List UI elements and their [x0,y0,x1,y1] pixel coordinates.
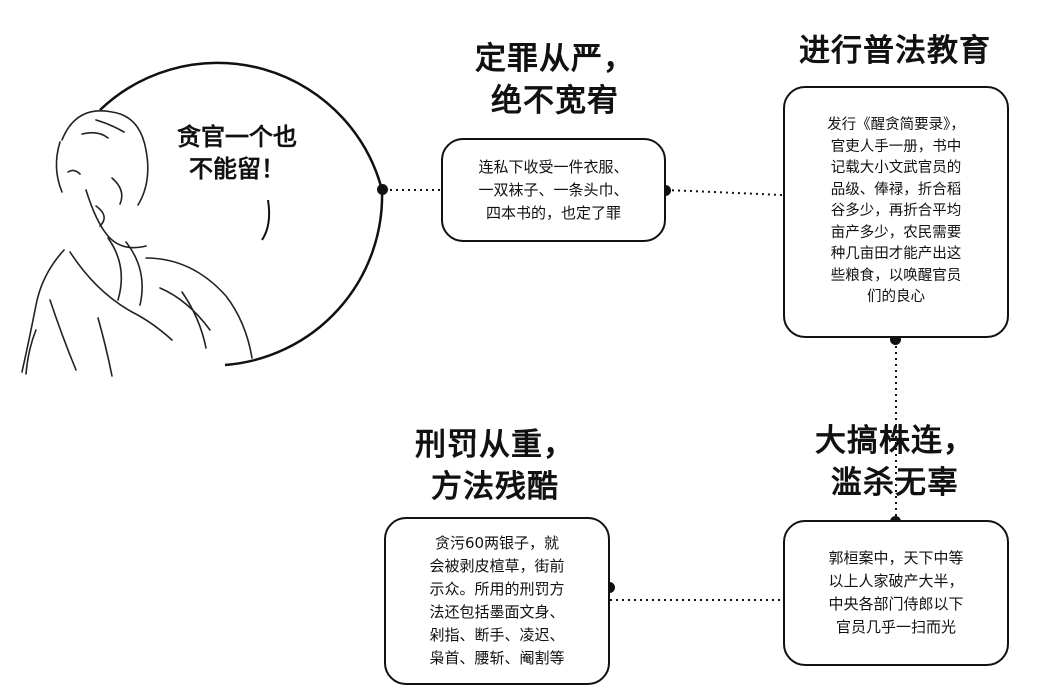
node-text-education: 发行《醒贪简要录》， 官吏人手一册，书中 记载大小文武官员的 品级、俸禄，折合稻… [827,117,965,306]
node-box-punishment: 贪污60两银子，就 会被剥皮楦草，街前 示众。所用的刑罚方 法还包括墨面文身、 … [384,517,610,685]
node-title-education: 进行普法教育 [799,33,991,69]
node-title-strict: 定罪从严， 绝不宽宥 [475,41,635,119]
speech-tail [261,199,271,241]
node-box-implication: 郭桓案中，天下中等 以上人家破产大半， 中央各部门侍郎以下 官员几乎一扫而光 [783,520,1009,666]
node-box-strict: 连私下收受一件衣服、 一双袜子、一条头巾、 四本书的，也定了罪 [441,138,666,242]
node-text-strict: 连私下收受一件衣服、 一双袜子、一条头巾、 四本书的，也定了罪 [478,157,629,222]
portrait-circle [99,61,384,367]
connector-dot [890,334,901,345]
official-portrait [21,110,253,377]
connectors [384,189,897,601]
speech-text: 贪官一个也 不能留！ [177,122,297,183]
node-title-punishment: 刑罚从重， 方法残酷 [415,427,575,505]
node-text-punishment: 贪污60两银子，就 会被剥皮楦草，街前 示众。所用的刑罚方 法还包括墨面文身、 … [429,534,565,667]
node-box-education: 发行《醒贪简要录》， 官吏人手一册，书中 记载大小文武官员的 品级、俸禄，折合稻… [783,86,1009,338]
connector-dot [377,184,388,195]
node-text-implication: 郭桓案中，天下中等 以上人家破产大半， 中央各部门侍郎以下 官员几乎一扫而光 [828,549,964,636]
node-title-implication: 大搞株连， 滥杀无辜 [815,423,975,501]
